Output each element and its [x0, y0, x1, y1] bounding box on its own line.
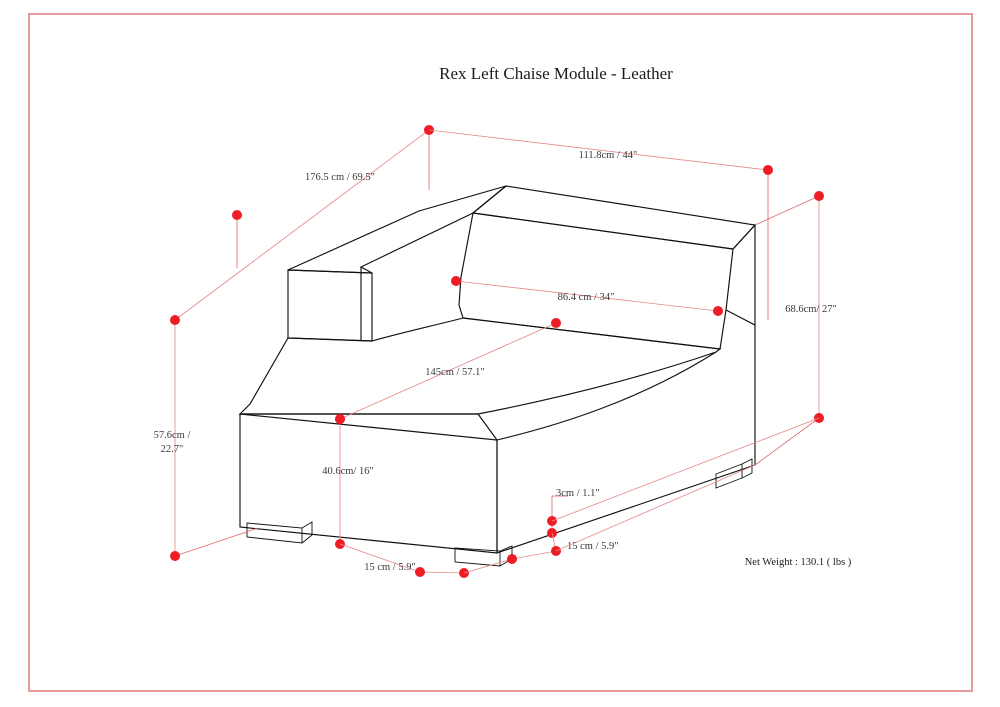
dimension-label-seat-back-width: 86.4 cm / 34"	[558, 292, 615, 303]
base-top-left-edge	[240, 413, 498, 441]
dimension-foot-depth-right: 15 cm / 5.9"	[463, 532, 619, 574]
dim-marker	[451, 276, 461, 286]
foot-front-left-side	[301, 521, 313, 544]
dimension-chaise-length: 145cm / 57.1"	[335, 318, 561, 424]
dimension-label-arm-height-line2: 22.7"	[161, 444, 184, 455]
seat-top-surface	[238, 317, 722, 415]
dim-marker	[415, 567, 425, 577]
dim-marker	[335, 414, 345, 424]
left-arm-front-face	[287, 269, 373, 342]
backrest-right-face	[725, 223, 756, 326]
dim-marker	[763, 165, 773, 175]
dimension-label-back-height: 68.6cm/ 27"	[785, 304, 837, 315]
dimension-overall-width: 111.8cm / 44"	[428, 129, 773, 320]
dimension-base-footprint-guides	[551, 417, 820, 552]
dimension-label-overall-width: 111.8cm / 44"	[579, 150, 638, 161]
dimension-label-chaise-length: 145cm / 57.1"	[425, 367, 484, 378]
dimension-label-foot-depth-right: 15 cm / 5.9"	[567, 541, 619, 552]
dimension-label-foot-depth-left: 15 cm / 5.9"	[364, 562, 416, 573]
dimension-seat-height: 40.6cm/ 16"	[322, 414, 374, 549]
page-title: Rex Left Chaise Module - Leather	[439, 64, 673, 83]
chaise-module-illustration	[238, 185, 757, 567]
foot-front-right-side	[499, 545, 513, 567]
dimension-label-seat-height: 40.6cm/ 16"	[322, 466, 374, 477]
dim-marker	[170, 551, 180, 561]
dimension-label-foot-height: 3cm / 1.1"	[556, 488, 600, 499]
dimension-seat-back-width: 86.4 cm / 34"	[451, 276, 723, 316]
dim-marker	[814, 191, 824, 201]
sheet-border	[28, 13, 973, 692]
left-arm-top-face	[287, 185, 507, 274]
base-upper-right-contour	[496, 351, 717, 441]
dimension-label-overall-depth: 176.5 cm / 69.5"	[305, 172, 375, 183]
base-right-face	[496, 325, 756, 554]
dimension-label-arm-height-line1: 57.6cm /	[154, 430, 191, 441]
dim-marker	[170, 315, 180, 325]
dimension-foot-depth-left: 15 cm / 5.9"	[339, 543, 469, 578]
dimension-arm-height: 57.6cm / 22.7"	[154, 315, 259, 561]
dim-marker	[713, 306, 723, 316]
base-front-left-face	[239, 413, 498, 554]
dimension-overall-depth: 176.5 cm / 69.5"	[174, 125, 434, 321]
dim-marker	[551, 318, 561, 328]
dim-marker	[232, 210, 242, 220]
dim-marker	[507, 554, 517, 564]
dimension-back-height: 68.6cm/ 27"	[754, 191, 837, 466]
net-weight-label: Net Weight : 130.1 ( lbs )	[745, 557, 852, 568]
backrest-top-face	[471, 185, 757, 250]
backrest-front-face	[458, 212, 734, 350]
